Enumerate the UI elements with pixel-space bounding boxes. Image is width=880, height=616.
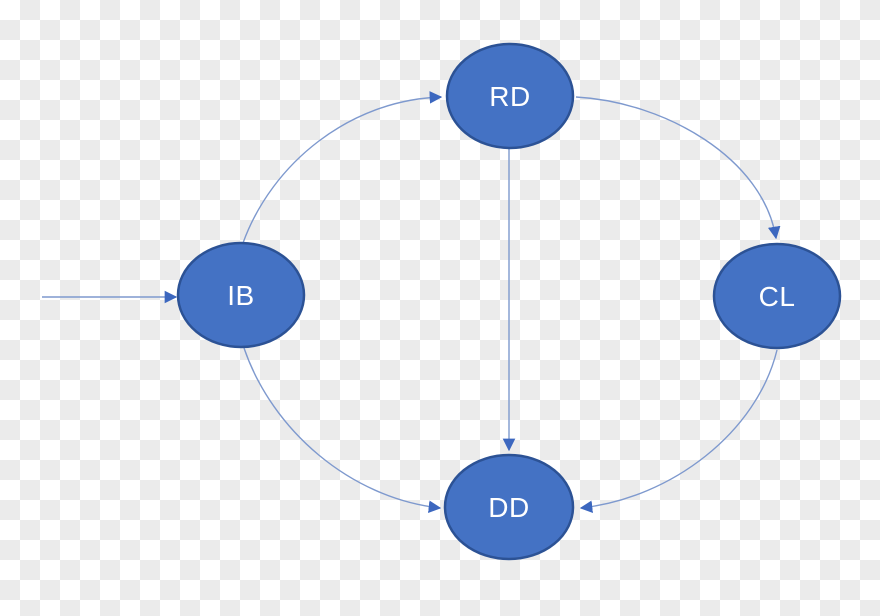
node-rd: RD (445, 42, 575, 150)
node-rd-label: RD (489, 81, 530, 112)
node-group: RD IB CL DD (176, 42, 842, 561)
edge-group (42, 91, 781, 514)
node-dd: DD (443, 453, 575, 561)
node-cl-shape (712, 242, 842, 350)
node-dd-shape (443, 453, 575, 561)
edge-ib-to-dd (243, 347, 442, 514)
node-rd-shape (445, 42, 575, 150)
edge-cl-to-dd (579, 349, 778, 514)
edge-ib-to-rd (242, 91, 443, 244)
node-ib-label: IB (227, 280, 254, 311)
node-ib: IB (176, 241, 306, 349)
node-cl-label: CL (759, 281, 796, 312)
node-cl: CL (712, 242, 842, 350)
node-dd-label: DD (488, 492, 529, 523)
node-ib-shape (176, 241, 306, 349)
edge-rd-to-cl (575, 96, 781, 240)
